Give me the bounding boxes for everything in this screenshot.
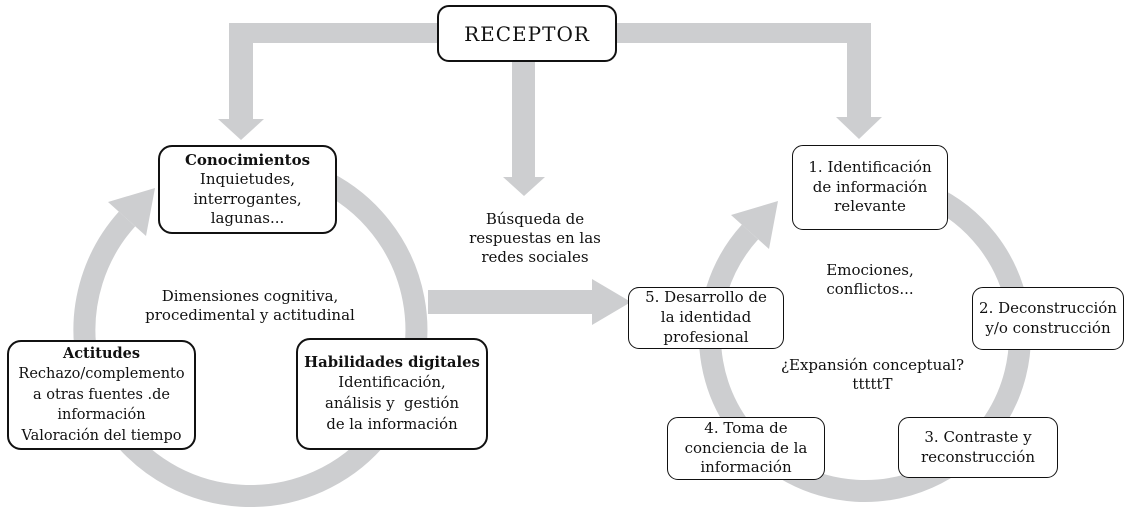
habilidades-title: Habilidades digitales bbox=[304, 353, 480, 371]
receptor-label: RECEPTOR bbox=[464, 21, 590, 46]
receptor-right-arrow-vertical bbox=[847, 23, 871, 118]
actitudes-title: Actitudes bbox=[62, 344, 141, 362]
step-5-label: 5. Desarrollo de la identidad profesiona… bbox=[645, 288, 767, 346]
dimensiones-label: Dimensiones cognitiva, procedimental y a… bbox=[145, 287, 355, 325]
step-1-node: 1. Identificación de información relevan… bbox=[792, 145, 948, 230]
receptor-right-arrow-horizontal bbox=[617, 23, 850, 43]
conocimientos-body: Inquietudes, interrogantes, lagunas... bbox=[193, 170, 302, 227]
step-3-node: 3. Contraste y reconstrucción bbox=[898, 417, 1058, 478]
habilidades-body: Identificación, análisis y gestión de la… bbox=[325, 374, 459, 433]
cycle-link-arrowhead-icon bbox=[592, 279, 631, 325]
step-2-node: 2. Deconstrucción y/o construcción bbox=[972, 287, 1124, 350]
busqueda-label: Búsqueda de respuestas en las redes soci… bbox=[469, 210, 601, 267]
cycle-link-arrow bbox=[428, 290, 594, 314]
right-cycle-arrowhead-icon bbox=[731, 201, 778, 249]
conocimientos-title: Conocimientos bbox=[184, 150, 311, 169]
step-4-label: 4. Toma de conciencia de la información bbox=[684, 418, 808, 477]
step-2-label: 2. Deconstrucción y/o construcción bbox=[979, 298, 1117, 337]
actitudes-body: Rechazo/complemento a otras fuentes .de … bbox=[18, 366, 185, 444]
step-3-label: 3. Contraste y reconstrucción bbox=[921, 427, 1035, 466]
step-5-node: 5. Desarrollo de la identidad profesiona… bbox=[628, 287, 784, 349]
receptor-left-arrow-vertical bbox=[229, 23, 253, 120]
receptor-left-arrow-horizontal bbox=[229, 23, 437, 43]
left-cycle-arrowhead-icon bbox=[108, 188, 155, 236]
receptor-left-arrowhead-icon bbox=[218, 119, 264, 140]
habilidades-digitales-node: Habilidades digitales Identificación, an… bbox=[296, 338, 488, 450]
step-1-label: 1. Identificación de información relevan… bbox=[808, 157, 932, 216]
receptor-node: RECEPTOR bbox=[437, 5, 617, 62]
step-4-node: 4. Toma de conciencia de la información bbox=[667, 417, 825, 480]
emociones-label: Emociones, conflictos... bbox=[826, 261, 914, 299]
actitudes-node: Actitudes Rechazo/complemento a otras fu… bbox=[7, 340, 196, 450]
conocimientos-node: Conocimientos Inquietudes, interrogantes… bbox=[158, 145, 337, 234]
receptor-down-arrowhead-icon bbox=[503, 177, 545, 196]
expansion-label: ¿Expansión conceptual? tttttT bbox=[780, 356, 965, 394]
receptor-down-arrow bbox=[512, 62, 535, 177]
receptor-right-arrowhead-icon bbox=[836, 117, 882, 139]
